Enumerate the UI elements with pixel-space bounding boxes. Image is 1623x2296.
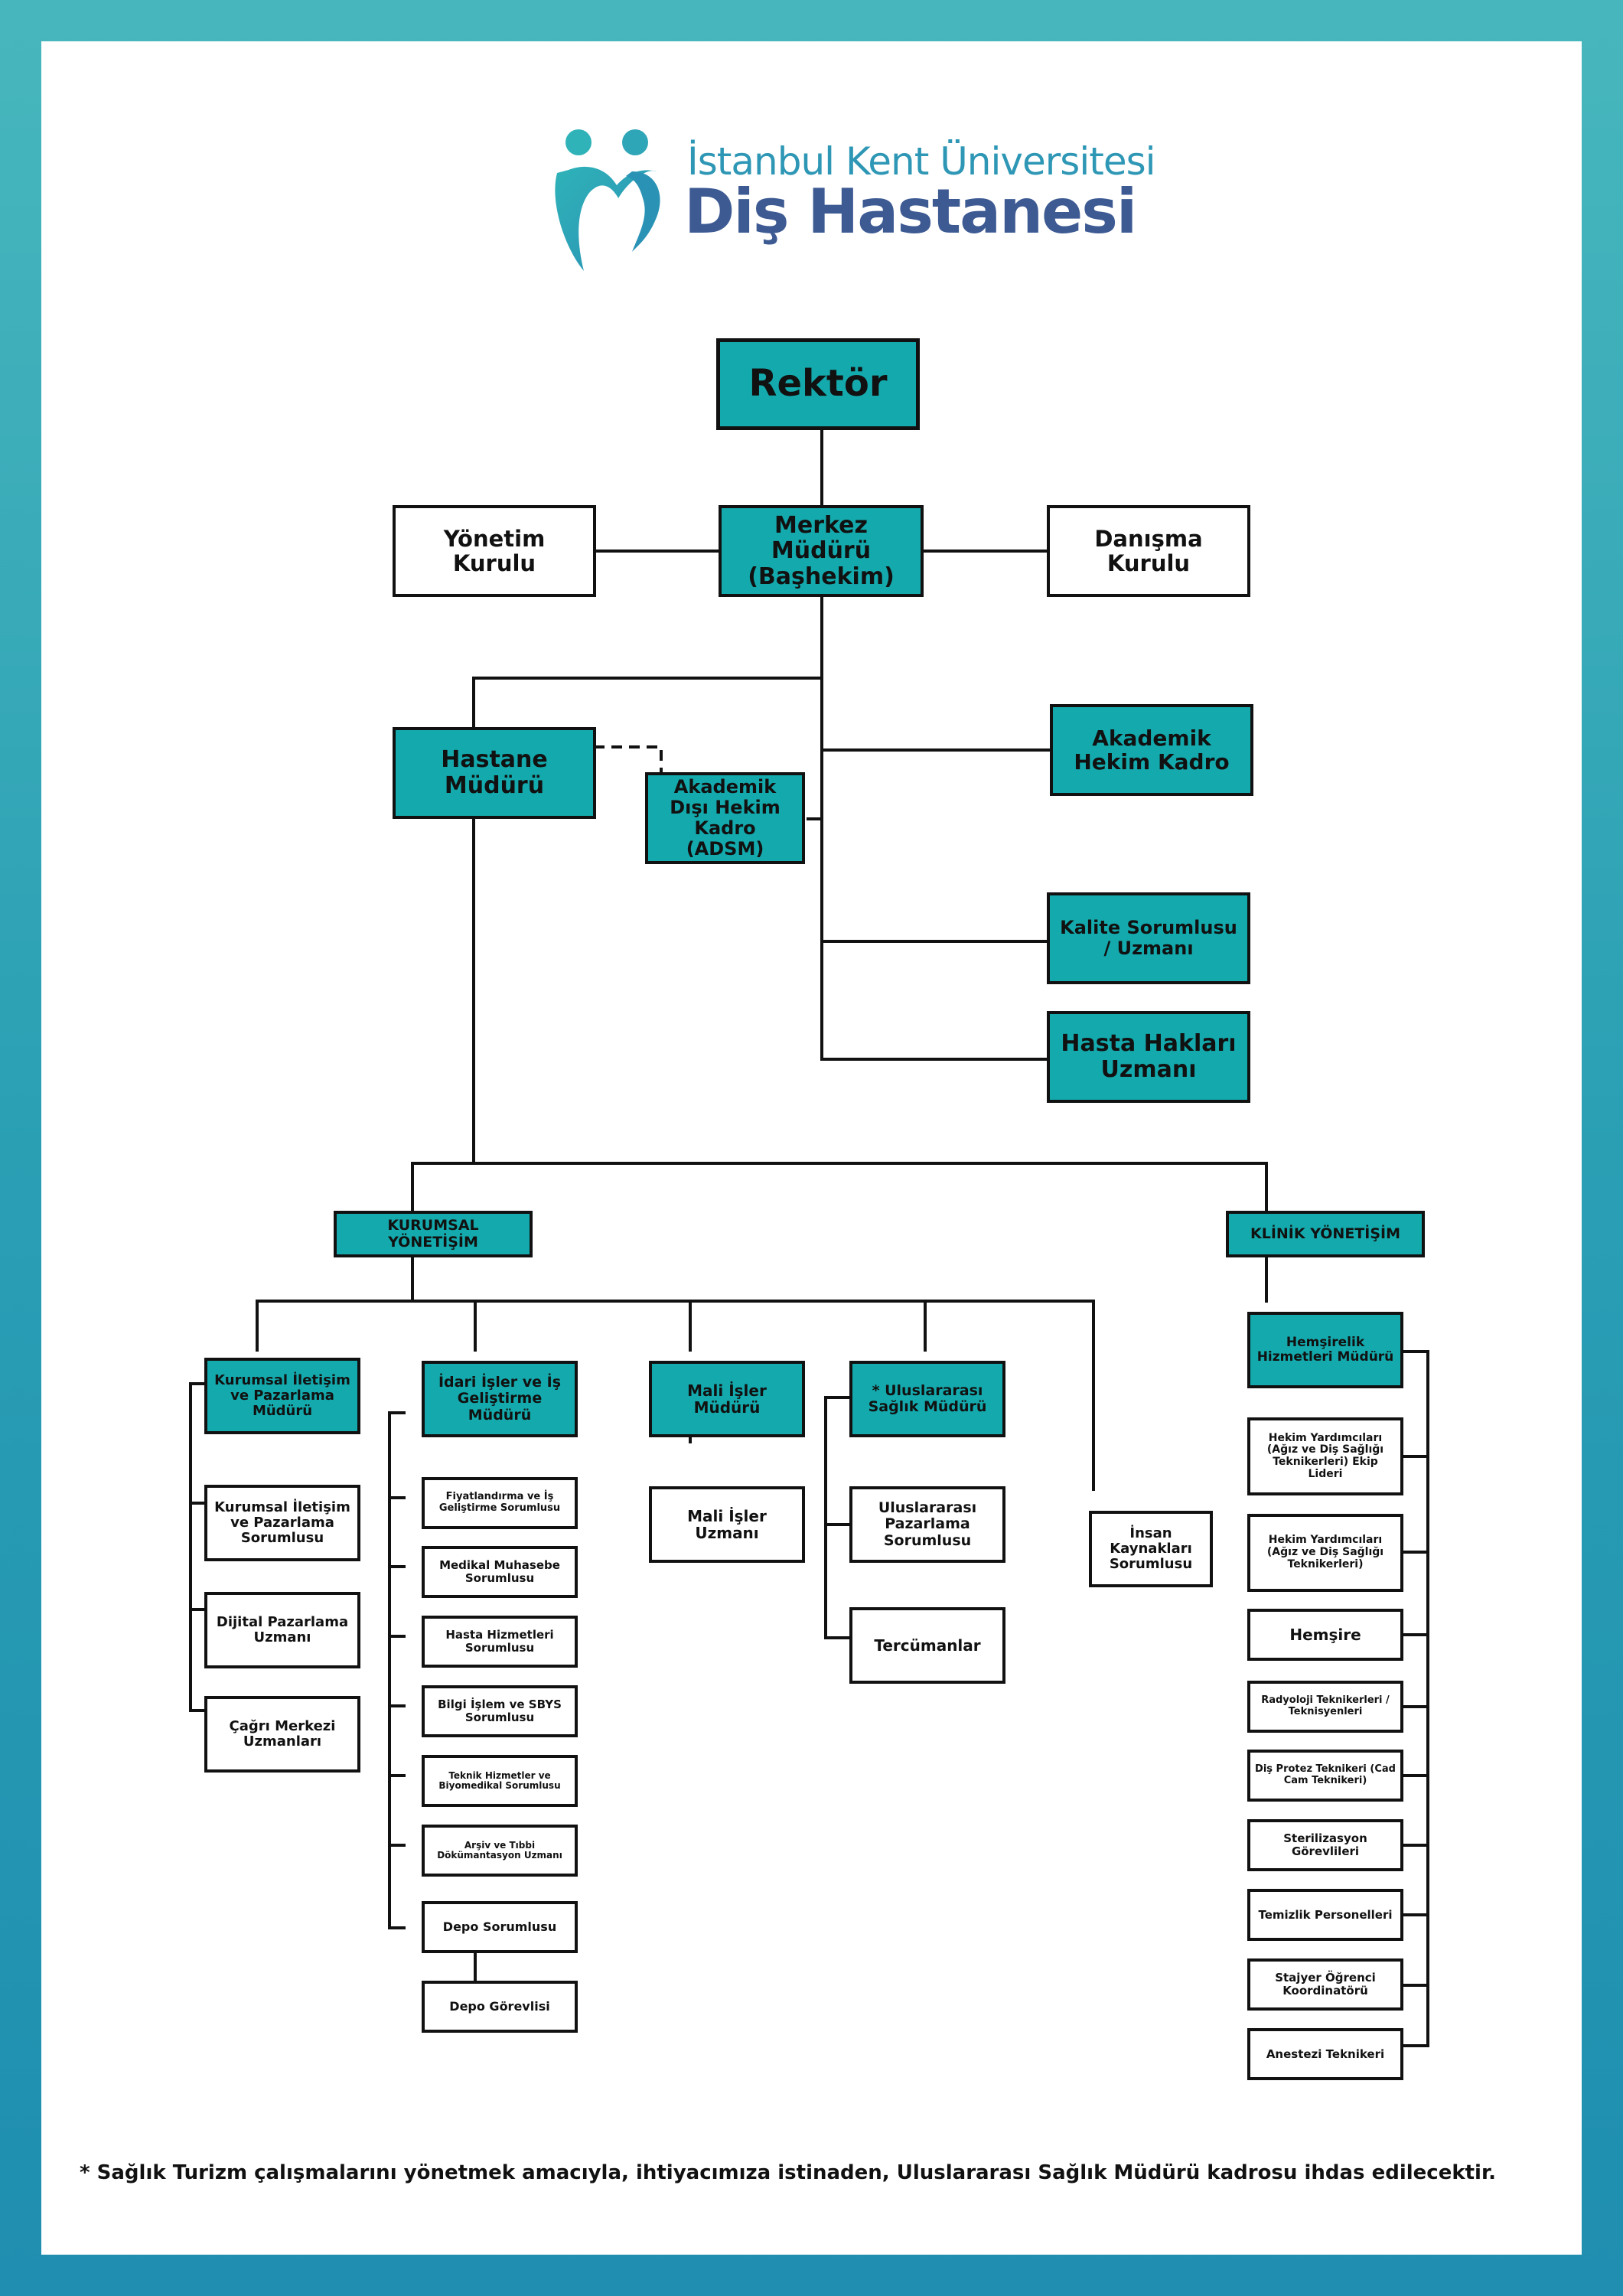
kurumsal-iletisim-sorumlu-label: Kurumsal İletişim ve Pazarlama Sorumlusu <box>214 1499 350 1547</box>
yonetim-kurulu-label: Yönetim Kurulu <box>443 525 546 576</box>
kurumsal-yonetisim-box: KURUMSAL YÖNETİŞİM <box>334 1211 533 1257</box>
dijital-pazarlama-label: Dijital Pazarlama Uzmanı <box>216 1613 349 1645</box>
temizlik-label: Temizlik Personelleri <box>1258 1907 1393 1922</box>
sterilizasyon-label: Sterilizasyon Görevlileri <box>1283 1831 1367 1858</box>
bilgi-islem-box: Bilgi İşlem ve SBYS Sorumlusu <box>422 1685 578 1737</box>
kurumsal-iletisim-mudur-box: Kurumsal İletişim ve Pazarlama Müdürü <box>204 1358 360 1434</box>
university-name: İstanbul Kent Üniversitesi <box>687 139 1156 184</box>
fiyatlandirma-box: Fiyatlandırma ve İş Geliştirme Sorumlusu <box>422 1477 578 1529</box>
hasta-haklari-box: Hasta Hakları Uzmanı <box>1047 1011 1250 1103</box>
akademik-hekim-label: Akademik Hekim Kadro <box>1074 725 1230 775</box>
hastane-muduru-box: Hastane Müdürü <box>393 727 596 819</box>
hasta-hizmetleri-box: Hasta Hizmetleri Sorumlusu <box>422 1616 578 1668</box>
adsm-label: Akademik Dışı Hekim Kadro (ADSM) <box>670 776 781 859</box>
radyoloji-box: Radyoloji Teknikerleri / Teknisyenleri <box>1247 1681 1403 1733</box>
bilgi-islem-label: Bilgi İşlem ve SBYS Sorumlusu <box>438 1698 562 1724</box>
depo-sorumlusu-label: Depo Sorumlusu <box>442 1919 557 1935</box>
tercumanlar-box: Tercümanlar <box>849 1607 1005 1684</box>
rektor-label: Rektör <box>748 362 888 406</box>
hekim-ekip-lideri-box: Hekim Yardımcıları (Ağız ve Diş Sağlığı … <box>1247 1417 1403 1495</box>
depo-gorevlisi-label: Depo Görevlisi <box>449 1999 550 2014</box>
danisma-kurulu-box: Danışma Kurulu <box>1047 505 1250 597</box>
hasta-hizmetleri-label: Hasta Hizmetleri Sorumlusu <box>445 1628 554 1655</box>
dis-protez-box: Diş Protez Teknikeri (Cad Cam Teknikeri) <box>1247 1750 1403 1802</box>
idari-isler-mudur-label: İdari İşler ve İş Geliştirme Müdürü <box>438 1374 561 1424</box>
rektor-box: Rektör <box>716 338 920 430</box>
depo-gorevlisi-box: Depo Görevlisi <box>422 1981 578 2033</box>
arsiv-label: Arşiv ve Tıbbi Dökümantasyon Uzmanı <box>437 1839 562 1861</box>
hemsire-label: Hemşire <box>1289 1625 1361 1644</box>
klinik-yonetisim-box: KLİNİK YÖNETİŞİM <box>1226 1211 1425 1257</box>
uluslararasi-mudur-label: * Uluslararası Sağlık Müdürü <box>868 1381 987 1415</box>
merkez-muduru-label: Merkez Müdürü (Başhekim) <box>748 511 895 590</box>
anestezi-box: Anestezi Teknikeri <box>1247 2028 1403 2080</box>
sterilizasyon-box: Sterilizasyon Görevlileri <box>1247 1819 1403 1871</box>
stajyer-label: Stajyer Öğrenci Koordinatörü <box>1275 1971 1376 1998</box>
dis-protez-label: Diş Protez Teknikeri (Cad Cam Teknikeri) <box>1255 1763 1396 1786</box>
depo-sorumlusu-box: Depo Sorumlusu <box>422 1901 578 1953</box>
uluslararasi-pazarlama-label: Uluslararası Pazarlama Sorumlusu <box>878 1499 977 1549</box>
tooth-logo-icon <box>555 129 660 271</box>
temizlik-box: Temizlik Personelleri <box>1247 1889 1403 1941</box>
medikal-muhasebe-box: Medikal Muhasebe Sorumlusu <box>422 1546 578 1598</box>
insan-kaynaklari-label: İnsan Kaynakları Sorumlusu <box>1109 1525 1193 1573</box>
org-chart-page: İstanbul Kent Üniversitesi Diş Hastanesi <box>41 41 1582 2255</box>
kurumsal-iletisim-mudur-label: Kurumsal İletişim ve Pazarlama Müdürü <box>214 1371 350 1420</box>
cagri-merkezi-box: Çağrı Merkezi Uzmanları <box>204 1696 360 1773</box>
hemsire-box: Hemşire <box>1247 1609 1403 1661</box>
hastane-muduru-label: Hastane Müdürü <box>441 746 548 799</box>
teknik-hizmetler-box: Teknik Hizmetler ve Biyomedikal Sorumlus… <box>422 1755 578 1807</box>
hekim-yardimcilari-box: Hekim Yardımcıları (Ağız ve Diş Sağlığı … <box>1247 1514 1403 1592</box>
hemsirelik-mudur-label: Hemşirelik Hizmetleri Müdürü <box>1256 1334 1394 1365</box>
cagri-merkezi-label: Çağrı Merkezi Uzmanları <box>229 1717 336 1750</box>
dijital-pazarlama-box: Dijital Pazarlama Uzmanı <box>204 1592 360 1668</box>
yonetim-kurulu-box: Yönetim Kurulu <box>393 505 596 597</box>
hemsirelik-mudur-box: Hemşirelik Hizmetleri Müdürü <box>1247 1312 1403 1388</box>
tercumanlar-label: Tercümanlar <box>874 1636 981 1655</box>
hasta-haklari-label: Hasta Hakları Uzmanı <box>1061 1030 1237 1083</box>
insan-kaynaklari-box: İnsan Kaynakları Sorumlusu <box>1089 1511 1213 1587</box>
hospital-name: Diş Hastanesi <box>684 176 1137 247</box>
radyoloji-label: Radyoloji Teknikerleri / Teknisyenleri <box>1261 1694 1390 1717</box>
uluslararasi-mudur-box: * Uluslararası Sağlık Müdürü <box>849 1361 1005 1437</box>
footnote: * Sağlık Turizm çalışmalarını yönetmek a… <box>80 2161 1496 2184</box>
stajyer-box: Stajyer Öğrenci Koordinatörü <box>1247 1958 1403 2011</box>
mali-isler-uzman-box: Mali İşler Uzmanı <box>649 1486 805 1563</box>
connector-lines <box>189 427 1429 2047</box>
hekim-ekip-lideri-label: Hekim Yardımcıları (Ağız ve Diş Sağlığı … <box>1266 1431 1384 1480</box>
arsiv-box: Arşiv ve Tıbbi Dökümantasyon Uzmanı <box>422 1825 578 1877</box>
merkez-muduru-box: Merkez Müdürü (Başhekim) <box>719 505 924 597</box>
idari-isler-mudur-box: İdari İşler ve İş Geliştirme Müdürü <box>422 1361 578 1437</box>
kalite-sorumlusu-label: Kalite Sorumlusu / Uzmanı <box>1060 917 1237 959</box>
kurumsal-iletisim-sorumlu-box: Kurumsal İletişim ve Pazarlama Sorumlusu <box>204 1485 360 1561</box>
mali-isler-mudur-label: Mali İşler Müdürü <box>687 1381 767 1417</box>
mali-isler-uzman-label: Mali İşler Uzmanı <box>687 1506 767 1542</box>
fiyatlandirma-label: Fiyatlandırma ve İş Geliştirme Sorumlusu <box>438 1491 561 1514</box>
medikal-muhasebe-label: Medikal Muhasebe Sorumlusu <box>439 1558 560 1585</box>
anestezi-label: Anestezi Teknikeri <box>1266 2047 1385 2061</box>
uluslararasi-pazarlama-box: Uluslararası Pazarlama Sorumlusu <box>849 1486 1005 1563</box>
hekim-yardimcilari-label: Hekim Yardımcıları (Ağız ve Diş Sağlığı … <box>1266 1534 1384 1570</box>
mali-isler-mudur-box: Mali İşler Müdürü <box>649 1361 805 1437</box>
kurumsal-yonetisim-label: KURUMSAL YÖNETİŞİM <box>387 1217 479 1251</box>
adsm-box: Akademik Dışı Hekim Kadro (ADSM) <box>645 772 805 864</box>
danisma-kurulu-label: Danışma Kurulu <box>1094 525 1203 576</box>
kalite-sorumlusu-box: Kalite Sorumlusu / Uzmanı <box>1047 892 1250 984</box>
akademik-hekim-box: Akademik Hekim Kadro <box>1050 704 1253 796</box>
klinik-yonetisim-label: KLİNİK YÖNETİŞİM <box>1250 1225 1400 1242</box>
teknik-hizmetler-label: Teknik Hizmetler ve Biyomedikal Sorumlus… <box>438 1769 561 1791</box>
